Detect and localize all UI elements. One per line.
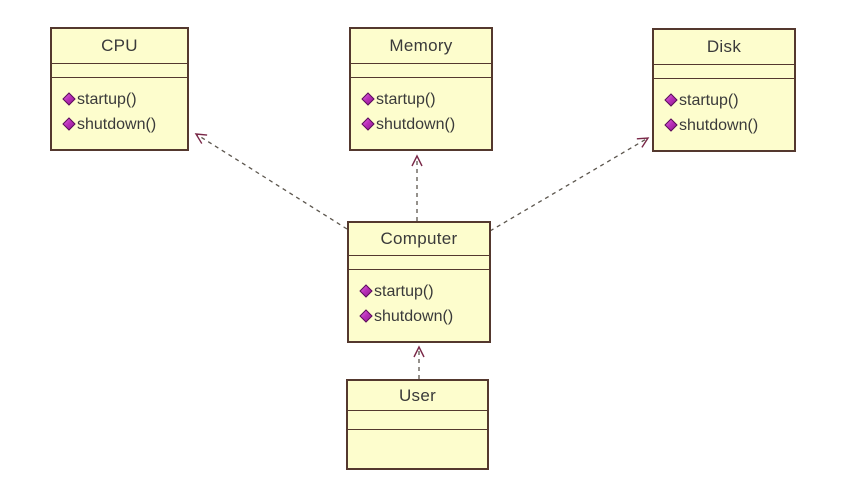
attributes-compartment [52,64,187,78]
attributes-compartment [348,411,487,430]
class-box-computer[interactable]: Computer startup() shutdown() [347,221,491,343]
method-label: shutdown() [679,116,759,134]
class-name: CPU [52,29,187,64]
class-box-cpu[interactable]: CPU startup() shutdown() [50,27,189,151]
operation-icon [664,92,678,107]
class-box-memory[interactable]: Memory startup() shutdown() [349,27,493,151]
method-label: shutdown() [77,115,157,133]
method-row: shutdown() [359,304,485,329]
operation-icon [361,91,375,106]
method-label: shutdown() [374,307,454,325]
methods-compartment: startup() shutdown() [349,270,489,341]
attributes-compartment [654,65,794,79]
class-name: Memory [351,29,491,64]
method-row: shutdown() [62,112,183,137]
operation-icon [664,117,678,132]
method-row: startup() [359,279,485,304]
dependency-computer-to-disk[interactable] [489,137,650,232]
class-box-user[interactable]: User [346,379,489,470]
method-label: shutdown() [376,115,456,133]
method-label: startup() [374,282,434,300]
method-row: startup() [361,87,487,112]
operation-icon [359,308,373,323]
dependency-computer-to-cpu[interactable] [194,133,348,230]
method-row: startup() [62,87,183,112]
class-name: User [348,381,487,411]
methods-compartment: startup() shutdown() [351,78,491,149]
methods-compartment [348,430,487,468]
class-box-disk[interactable]: Disk startup() shutdown() [652,28,796,152]
method-label: startup() [679,91,739,109]
operation-icon [361,116,375,131]
operation-icon [359,283,373,298]
class-name: Computer [349,223,489,256]
class-name: Disk [654,30,794,65]
method-row: startup() [664,88,790,113]
method-row: shutdown() [664,113,790,138]
method-row: shutdown() [361,112,487,137]
method-label: startup() [376,90,436,108]
attributes-compartment [351,64,491,78]
methods-compartment: startup() shutdown() [654,79,794,150]
operation-icon [62,91,76,106]
attributes-compartment [349,256,489,270]
methods-compartment: startup() shutdown() [52,78,187,149]
operation-icon [62,116,76,131]
method-label: startup() [77,90,137,108]
